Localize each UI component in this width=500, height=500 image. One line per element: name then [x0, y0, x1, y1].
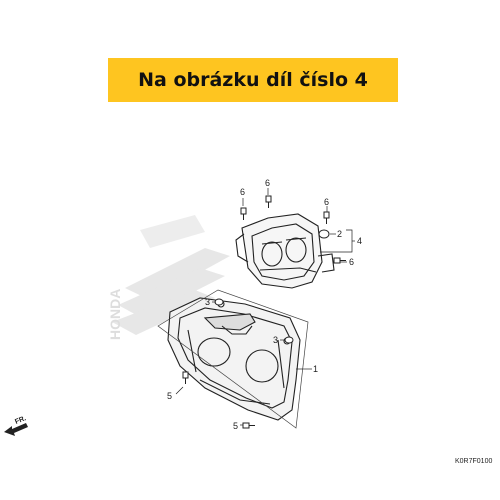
leader-lines — [175, 188, 355, 426]
callout-5-bottom: 5 — [233, 421, 238, 431]
headlight-outline-box — [157, 289, 309, 429]
callout-4: 4 — [357, 236, 362, 246]
callout-6-right: 6 — [324, 197, 329, 207]
front-direction-arrow — [4, 423, 28, 436]
headlight-assembly — [167, 297, 301, 421]
direction-label: FR. — [14, 415, 27, 426]
callout-6-top: 6 — [265, 178, 270, 188]
callout-3-lower: 3 — [273, 335, 278, 345]
callout-2: 2 — [337, 229, 342, 239]
part-number-banner: Na obrázku díl číslo 4 — [108, 58, 398, 102]
diagram-code: K0R7F0100 — [455, 458, 492, 465]
watermark-text: HONDA — [107, 289, 123, 340]
callout-5-left: 5 — [167, 391, 172, 401]
honda-wing-watermark — [112, 215, 230, 335]
callout-3-upper: 3 — [205, 297, 210, 307]
upper-meter-housing — [235, 213, 335, 289]
callout-6-left: 6 — [240, 187, 245, 197]
callout-1: 1 — [313, 364, 318, 374]
callout-6-bottom: 6 — [349, 257, 354, 267]
banner-text: Na obrázku díl číslo 4 — [138, 69, 368, 91]
